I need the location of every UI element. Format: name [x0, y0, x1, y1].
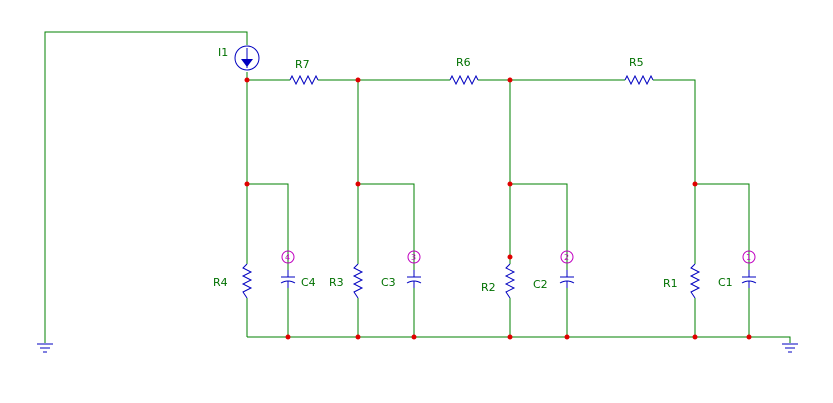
- pin-label-1: 1: [746, 253, 751, 262]
- resistor-r7: [289, 74, 319, 86]
- current-source-i1: [234, 45, 260, 71]
- capacitor-c3: [406, 270, 422, 288]
- label-r7: R7: [295, 58, 310, 71]
- label-r5: R5: [629, 56, 644, 69]
- junction-dot: [244, 181, 250, 187]
- junction-dot: [692, 334, 698, 340]
- ground-symbol-left: [37, 343, 53, 353]
- pin-label-4: 4: [285, 253, 290, 262]
- resistor-r2: [504, 263, 516, 299]
- junction-dot: [507, 77, 513, 83]
- pin-label-3: 3: [411, 253, 416, 262]
- junction-dots: [244, 77, 752, 340]
- junction-dot: [411, 334, 417, 340]
- junction-dot: [507, 254, 513, 260]
- label-r6: R6: [456, 56, 471, 69]
- pin-marker-1: 1: [742, 250, 756, 264]
- pin-marker-2: 2: [560, 250, 574, 264]
- resistor-r4: [241, 263, 253, 299]
- resistor-r1: [689, 263, 701, 299]
- junction-dot: [746, 334, 752, 340]
- label-r2: R2: [481, 281, 496, 294]
- capacitor-c4: [280, 270, 296, 288]
- resistor-r3: [352, 263, 364, 299]
- label-r4: R4: [213, 276, 228, 289]
- label-r3: R3: [329, 276, 344, 289]
- label-i1: I1: [218, 46, 228, 59]
- capacitor-c1: [741, 270, 757, 288]
- label-c3: C3: [381, 276, 396, 289]
- label-c1: C1: [718, 276, 733, 289]
- resistor-r6: [449, 74, 479, 86]
- junction-dot: [355, 181, 361, 187]
- junction-dot: [564, 334, 570, 340]
- wires: [44, 31, 791, 343]
- junction-dot: [244, 77, 250, 83]
- pin-marker-3: 3: [407, 250, 421, 264]
- junction-dot: [355, 77, 361, 83]
- capacitor-c2: [559, 270, 575, 288]
- junction-dot: [692, 181, 698, 187]
- junction-dot: [507, 181, 513, 187]
- label-c4: C4: [301, 276, 316, 289]
- junction-dot: [355, 334, 361, 340]
- pin-marker-4: 4: [281, 250, 295, 264]
- junction-dot: [285, 334, 291, 340]
- ground-symbol-right: [782, 343, 798, 353]
- label-c2: C2: [533, 278, 548, 291]
- resistor-r5: [624, 74, 654, 86]
- junction-dot: [507, 334, 513, 340]
- label-r1: R1: [663, 277, 678, 290]
- pin-label-2: 2: [564, 253, 569, 262]
